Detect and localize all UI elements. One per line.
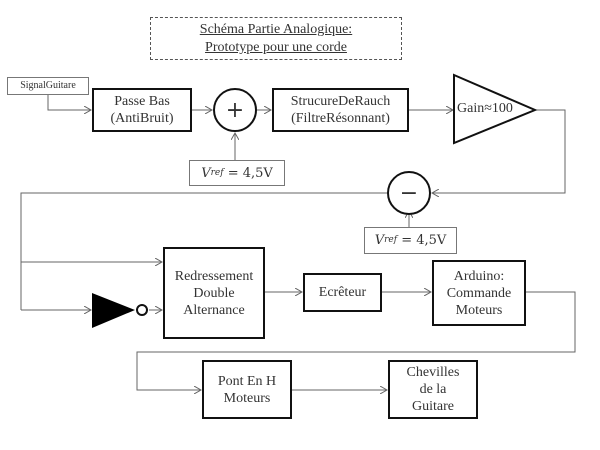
vref-value: = 4,5V	[223, 165, 273, 181]
title-line-2: Prototype pour une corde	[205, 40, 347, 55]
inverter-triangle	[92, 293, 135, 328]
low-pass-block: Passe Bas (AntiBruit)	[92, 88, 192, 132]
title-line-1: Schéma Partie Analogique:	[199, 22, 353, 37]
subtractor-node: −	[387, 171, 431, 215]
vref-symbol: V	[201, 165, 211, 181]
plus-icon: +	[225, 97, 245, 123]
wire-subtractor-to-split	[20, 192, 387, 310]
rauch-filter-block: StrucureDeRauch (FiltreRésonnant)	[272, 88, 409, 132]
amplifier-gain-label: Gain≈100	[457, 101, 513, 116]
vref-subscript: ref	[210, 167, 224, 178]
signal-input-block: SignalGuitare	[7, 77, 89, 95]
vref-subscript: ref	[384, 235, 398, 245]
wire-amp-to-subtractor	[432, 109, 566, 193]
inverter-bubble	[136, 304, 148, 316]
vref-symbol: V	[374, 233, 385, 248]
minus-icon: −	[399, 180, 419, 206]
diagram-title: Schéma Partie Analogique: Prototype pour…	[150, 17, 402, 60]
arduino-block: Arduino: Commande Moteurs	[432, 260, 526, 326]
h-bridge-block: Pont En H Moteurs	[202, 360, 292, 419]
guitar-pegs-block: Chevilles de la Guitare	[388, 360, 478, 419]
amplifier-triangle	[453, 73, 538, 145]
clipper-block: Ecrêteur	[303, 273, 382, 312]
wire-arduino-to-hbridge	[136, 291, 576, 390]
rectifier-block: Redressement Double Alternance	[163, 247, 265, 339]
summer-node: +	[213, 88, 257, 132]
wire-signal-to-lowpass	[47, 94, 91, 110]
vref-value: = 4,5V	[397, 233, 447, 248]
